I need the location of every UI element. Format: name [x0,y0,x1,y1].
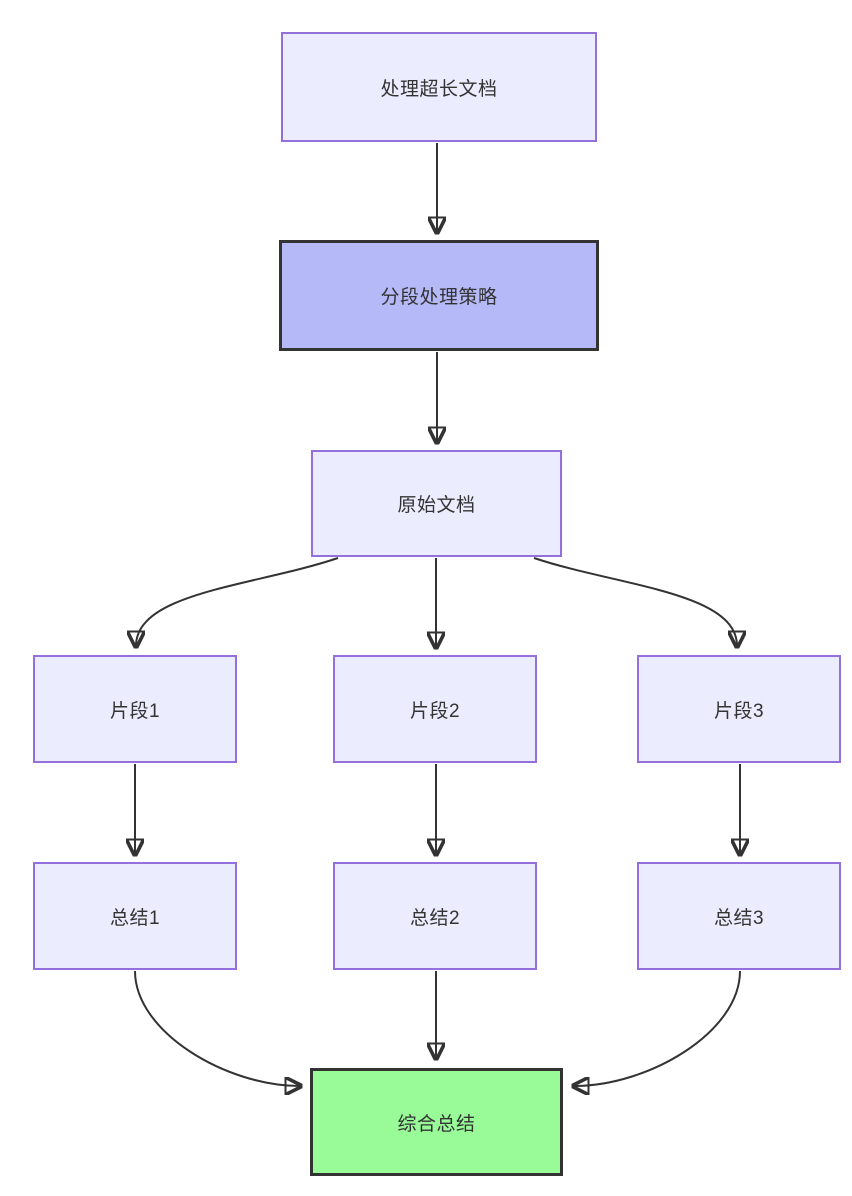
node-summary-1: 总结1 [33,862,237,970]
node-label: 总结3 [713,907,765,929]
node-process-long-document: 处理超长文档 [281,32,597,142]
edge-doc-frag3 [533,557,737,646]
node-label: 片段3 [713,700,765,722]
node-label: 综合总结 [397,1113,476,1135]
edge-doc-frag1 [136,557,339,646]
node-summary-2: 总结2 [333,862,537,970]
node-label: 分段处理策略 [380,287,498,308]
node-original-document: 原始文档 [311,450,562,557]
node-fragment-1: 片段1 [33,655,237,763]
node-final-summary: 综合总结 [310,1068,563,1176]
node-fragment-2: 片段2 [333,655,537,763]
node-fragment-3: 片段3 [637,655,841,763]
node-segmentation-strategy: 分段处理策略 [279,240,599,351]
node-label: 原始文档 [397,495,476,516]
node-summary-3: 总结3 [637,862,841,970]
node-label: 总结1 [109,907,161,929]
node-label: 片段1 [109,700,161,722]
node-label: 总结2 [409,907,461,929]
node-label: 片段2 [409,700,461,722]
edge-sum1-final [134,970,300,1086]
edge-sum3-final [574,970,741,1086]
node-label: 处理超长文档 [380,78,498,100]
